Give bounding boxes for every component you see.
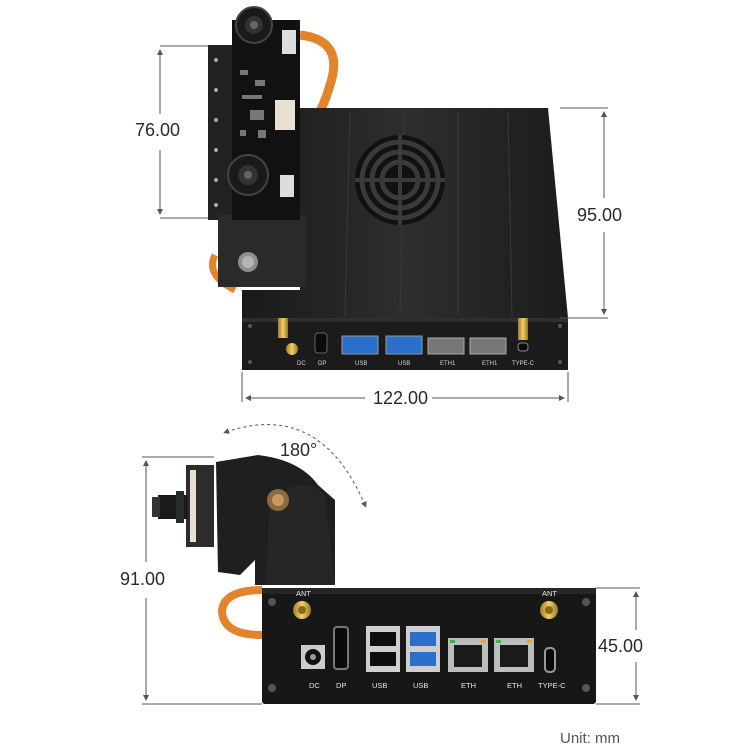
- typec-port-icon: [544, 647, 556, 673]
- dimension-top-width: 122.00: [373, 388, 429, 408]
- usb-port-icon: [385, 335, 423, 355]
- usb-port-icon: [406, 626, 440, 672]
- antenna-connector-icon: [293, 601, 311, 619]
- port-label-eth2: ETH: [507, 681, 522, 690]
- antenna-connector-icon: [518, 318, 528, 340]
- dp-port-icon: [333, 626, 349, 670]
- port-label-typec: TYPE-C: [512, 361, 535, 367]
- antenna-connector-icon: [278, 318, 298, 355]
- usb-port-icon: [366, 626, 400, 672]
- port-label-eth2: ETH1: [482, 361, 498, 367]
- dp-port-icon: [314, 332, 328, 354]
- antenna-connector-icon: [540, 601, 558, 619]
- dimension-lines-top: [157, 45, 608, 402]
- camera-lens-icon: [227, 154, 269, 196]
- port-label-eth1: ETH1: [440, 361, 456, 367]
- usb-port-icon: [341, 335, 379, 355]
- port-label-typec: TYPE-C: [538, 681, 566, 690]
- port-label-ant-right: ANT: [542, 589, 557, 598]
- port-label-usb1: USB: [355, 361, 367, 367]
- dc-jack-icon: [301, 645, 325, 669]
- port-label-usb1: USB: [372, 681, 387, 690]
- ribbon-cable: [209, 253, 237, 294]
- fan-grille-icon: [355, 135, 445, 225]
- dimension-top-box-height: 95.00: [577, 205, 623, 225]
- rotation-arc: [223, 424, 367, 508]
- ribbon-cable: [217, 586, 263, 639]
- dimension-lines-bottom: [142, 424, 640, 705]
- eth-port-icon: [427, 337, 465, 355]
- port-label-dc: DC: [297, 361, 306, 367]
- port-label-usb2: USB: [413, 681, 428, 690]
- dimension-bottom-box-height: 45.00: [598, 636, 644, 656]
- port-label-usb2: USB: [398, 361, 410, 367]
- bottom-device: ANT ANT: [152, 455, 596, 704]
- eth-port-icon: [448, 638, 488, 672]
- dimension-top-height: 76.00: [135, 120, 181, 140]
- eth-port-icon: [469, 337, 507, 355]
- top-device: DC DP USB USB ETH1 ETH1 TYPE-C: [208, 6, 568, 370]
- camera-lens-icon: [235, 6, 273, 44]
- port-label-ant-left: ANT: [296, 589, 311, 598]
- port-label-eth1: ETH: [461, 681, 476, 690]
- port-label-dc: DC: [309, 681, 320, 690]
- typec-port-icon: [517, 342, 529, 352]
- eth-port-icon: [494, 638, 534, 672]
- camera-lens-icon: [152, 491, 188, 523]
- dimension-bottom-height: 91.00: [120, 569, 166, 589]
- unit-note: Unit: mm: [560, 730, 620, 747]
- connector: [275, 100, 295, 130]
- dimension-rotation: 180°: [280, 440, 318, 460]
- port-label-dp: DP: [336, 681, 346, 690]
- port-label-dp: DP: [318, 361, 326, 367]
